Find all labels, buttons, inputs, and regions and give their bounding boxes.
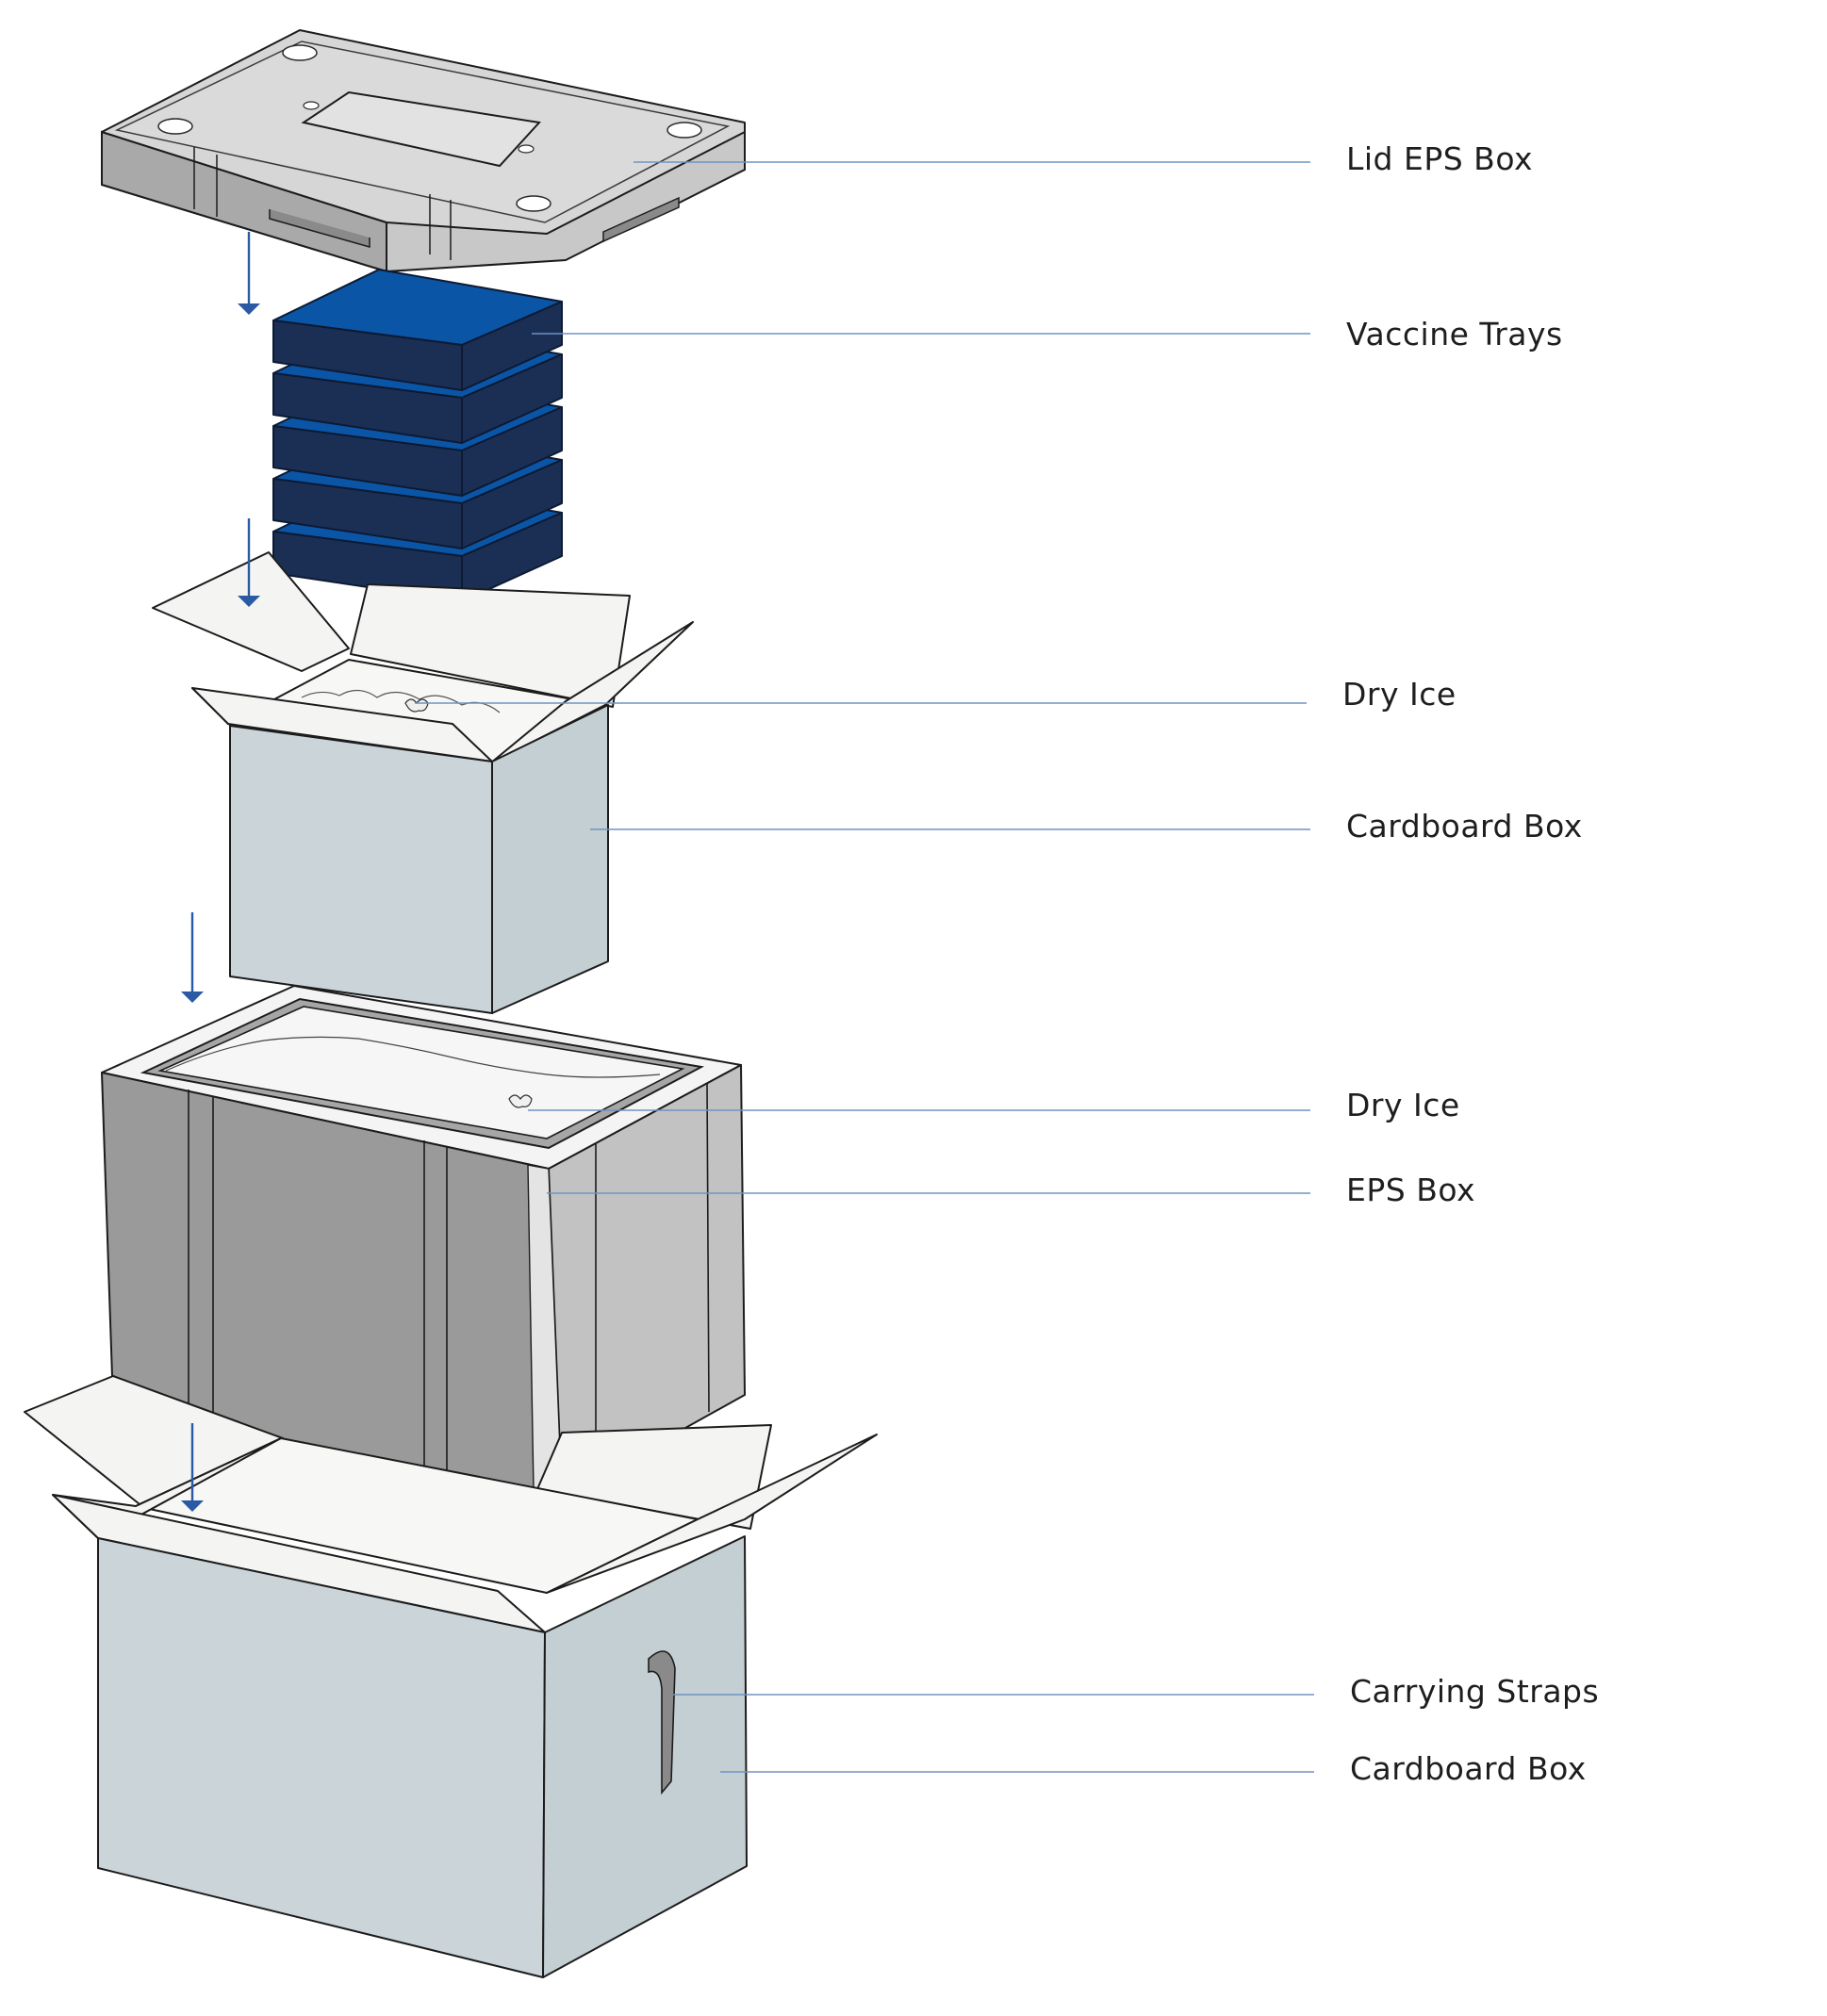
cardboard-box-outer	[24, 1375, 878, 1978]
label-dry-ice-lower: Dry Ice	[1346, 1087, 1460, 1123]
lid-eps-box	[101, 29, 746, 273]
label-cardboard-box-outer: Cardboard Box	[1350, 1750, 1587, 1787]
cardboard-box-inner	[152, 551, 694, 1014]
label-carrying-straps: Carrying Straps	[1350, 1673, 1600, 1710]
label-cardboard-box-inner: Cardboard Box	[1346, 808, 1583, 844]
label-vaccine-trays: Vaccine Trays	[1346, 316, 1563, 352]
vaccine-tray	[272, 269, 563, 391]
carrying-strap	[648, 1650, 676, 1795]
label-dry-ice-upper: Dry Ice	[1342, 676, 1457, 713]
label-lid-eps-box: Lid EPS Box	[1346, 140, 1534, 177]
dry-ice-lower	[508, 1094, 533, 1108]
leader-lines	[415, 161, 1314, 1773]
vaccine-trays	[272, 269, 563, 602]
assembly-arrows	[181, 232, 260, 1512]
label-eps-box: EPS Box	[1346, 1172, 1476, 1208]
